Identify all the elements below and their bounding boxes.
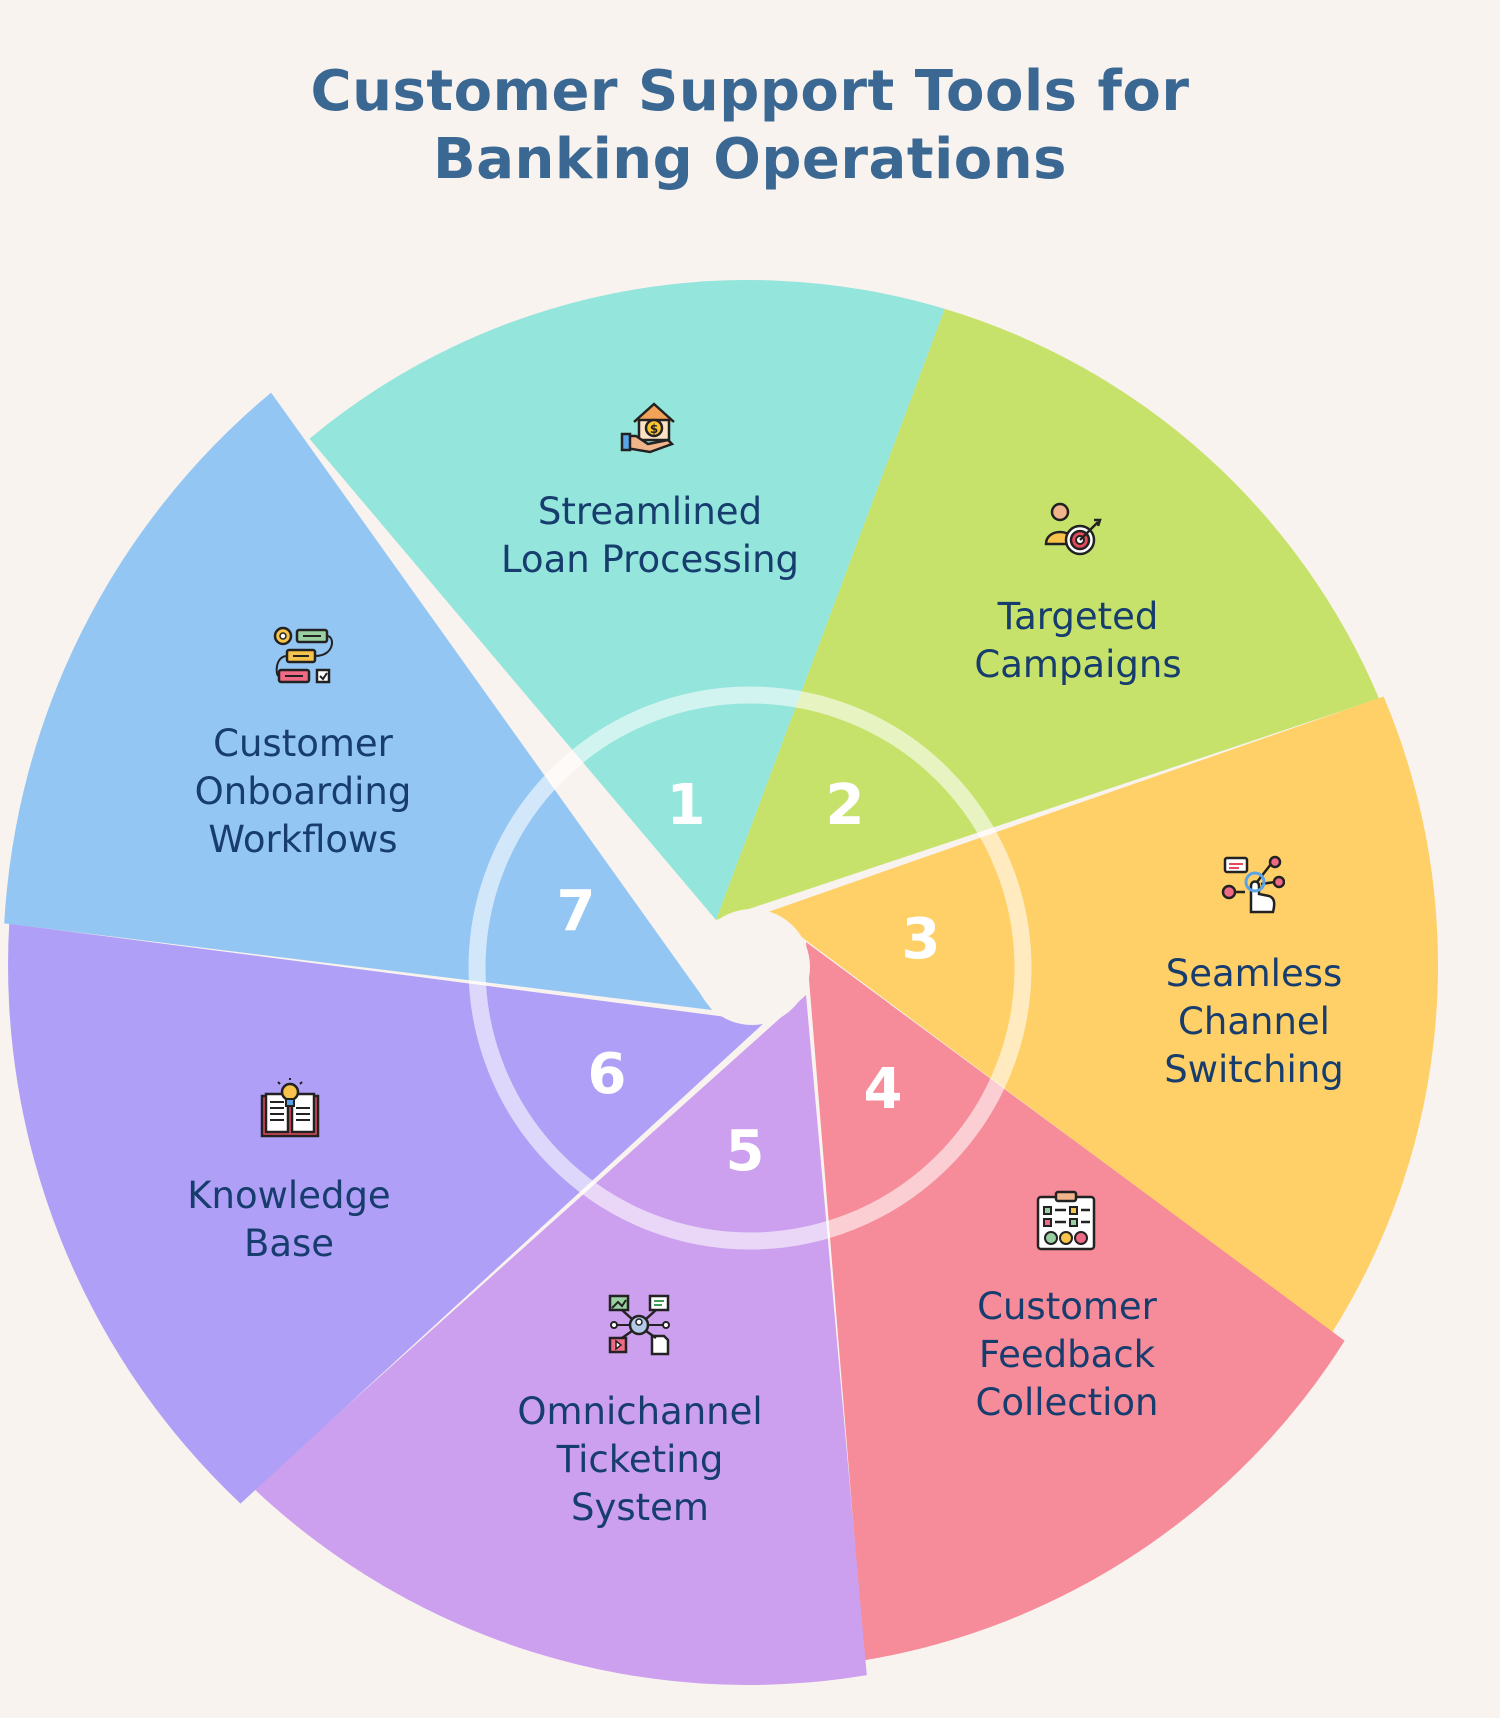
segment-label-line: Omnichannel	[517, 1390, 763, 1433]
segment-label-line: Ticketing	[556, 1438, 724, 1481]
segment-label-line: Feedback	[978, 1333, 1156, 1376]
segment-wedge-7	[4, 392, 712, 1011]
segment-number-6: 6	[587, 1042, 627, 1107]
segment-label-line: Onboarding	[194, 770, 412, 813]
segment-number-5: 5	[725, 1119, 765, 1184]
hand-pointer-network-icon	[1221, 852, 1286, 921]
segment-number-2: 2	[825, 773, 865, 838]
network-hub-icon	[608, 1294, 672, 1363]
page-title: Customer Support Tools for Banking Opera…	[0, 58, 1500, 194]
person-target-icon	[1040, 498, 1104, 567]
segment-label-line: Targeted	[997, 595, 1159, 638]
segment-wedge-6	[8, 923, 765, 1504]
segment-label-line: Streamlined	[537, 490, 763, 533]
segment-label-line: Knowledge	[187, 1174, 391, 1217]
segment-label-line: Seamless	[1165, 952, 1343, 995]
segment-label-line: System	[571, 1486, 709, 1529]
segment-label-line: Switching	[1164, 1048, 1344, 1091]
segment-label-line: Base	[243, 1222, 335, 1265]
segment-label-line: Customer	[977, 1285, 1157, 1328]
book-lightbulb-icon	[258, 1078, 322, 1147]
segment-wedge-2	[716, 308, 1379, 920]
segment-wedge-1	[309, 280, 945, 920]
segment-label-line: Channel	[1178, 1000, 1330, 1043]
segment-label-line: Collection	[975, 1381, 1159, 1424]
title-line-2: Banking Operations	[433, 127, 1067, 192]
center-hole	[694, 909, 810, 1025]
segment-wedge-3	[768, 696, 1439, 1333]
segment-number-1: 1	[666, 773, 706, 838]
title-line-1: Customer Support Tools for	[310, 59, 1190, 124]
segment-label-line: Customer	[213, 722, 393, 765]
segment-label-line: Campaigns	[974, 643, 1182, 686]
segment-wedge-4	[806, 942, 1345, 1661]
segment-number-4: 4	[863, 1057, 903, 1122]
segment-label-line: Loan Processing	[500, 538, 800, 581]
workflow-icon	[271, 624, 335, 693]
segment-wedge-5	[254, 995, 867, 1685]
house-money-hand-icon: $	[620, 392, 684, 461]
feedback-form-icon	[1034, 1189, 1098, 1258]
segment-number-3: 3	[901, 907, 941, 972]
segment-label-line: Workflows	[208, 818, 398, 861]
segment-number-7: 7	[556, 879, 596, 944]
center-ring	[468, 686, 1032, 1250]
svg-text:$: $	[650, 422, 658, 436]
